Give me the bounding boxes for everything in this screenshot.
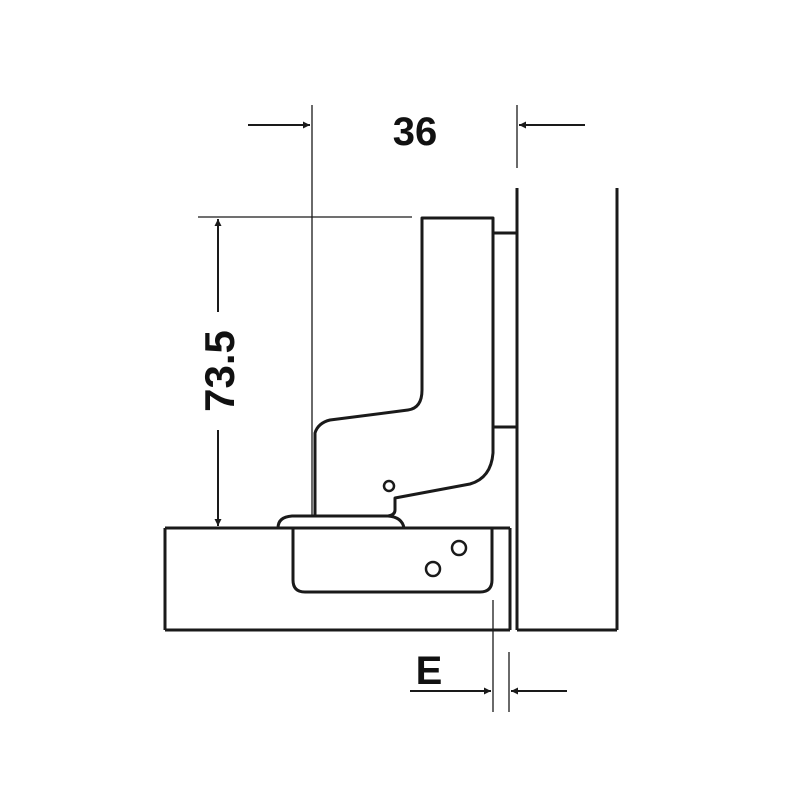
hinge-pivot-hole [382, 479, 396, 493]
overlay-dimension-label: E [416, 649, 443, 693]
height-dimension-label: 73.5 [196, 330, 243, 412]
cup-screw-hole-upper [450, 539, 468, 557]
hinge-arm [313, 216, 495, 518]
width-dimension-label: 36 [393, 110, 438, 154]
width-dimension [248, 105, 585, 168]
overlay-dimension [410, 600, 567, 712]
mounting-plate [491, 231, 517, 429]
cup-screw-hole-lower [424, 560, 442, 578]
cabinet-side-panel [515, 188, 619, 632]
hinge-cup-flange [276, 514, 406, 530]
hinge-cup [291, 528, 494, 594]
height-dimension [198, 216, 412, 526]
